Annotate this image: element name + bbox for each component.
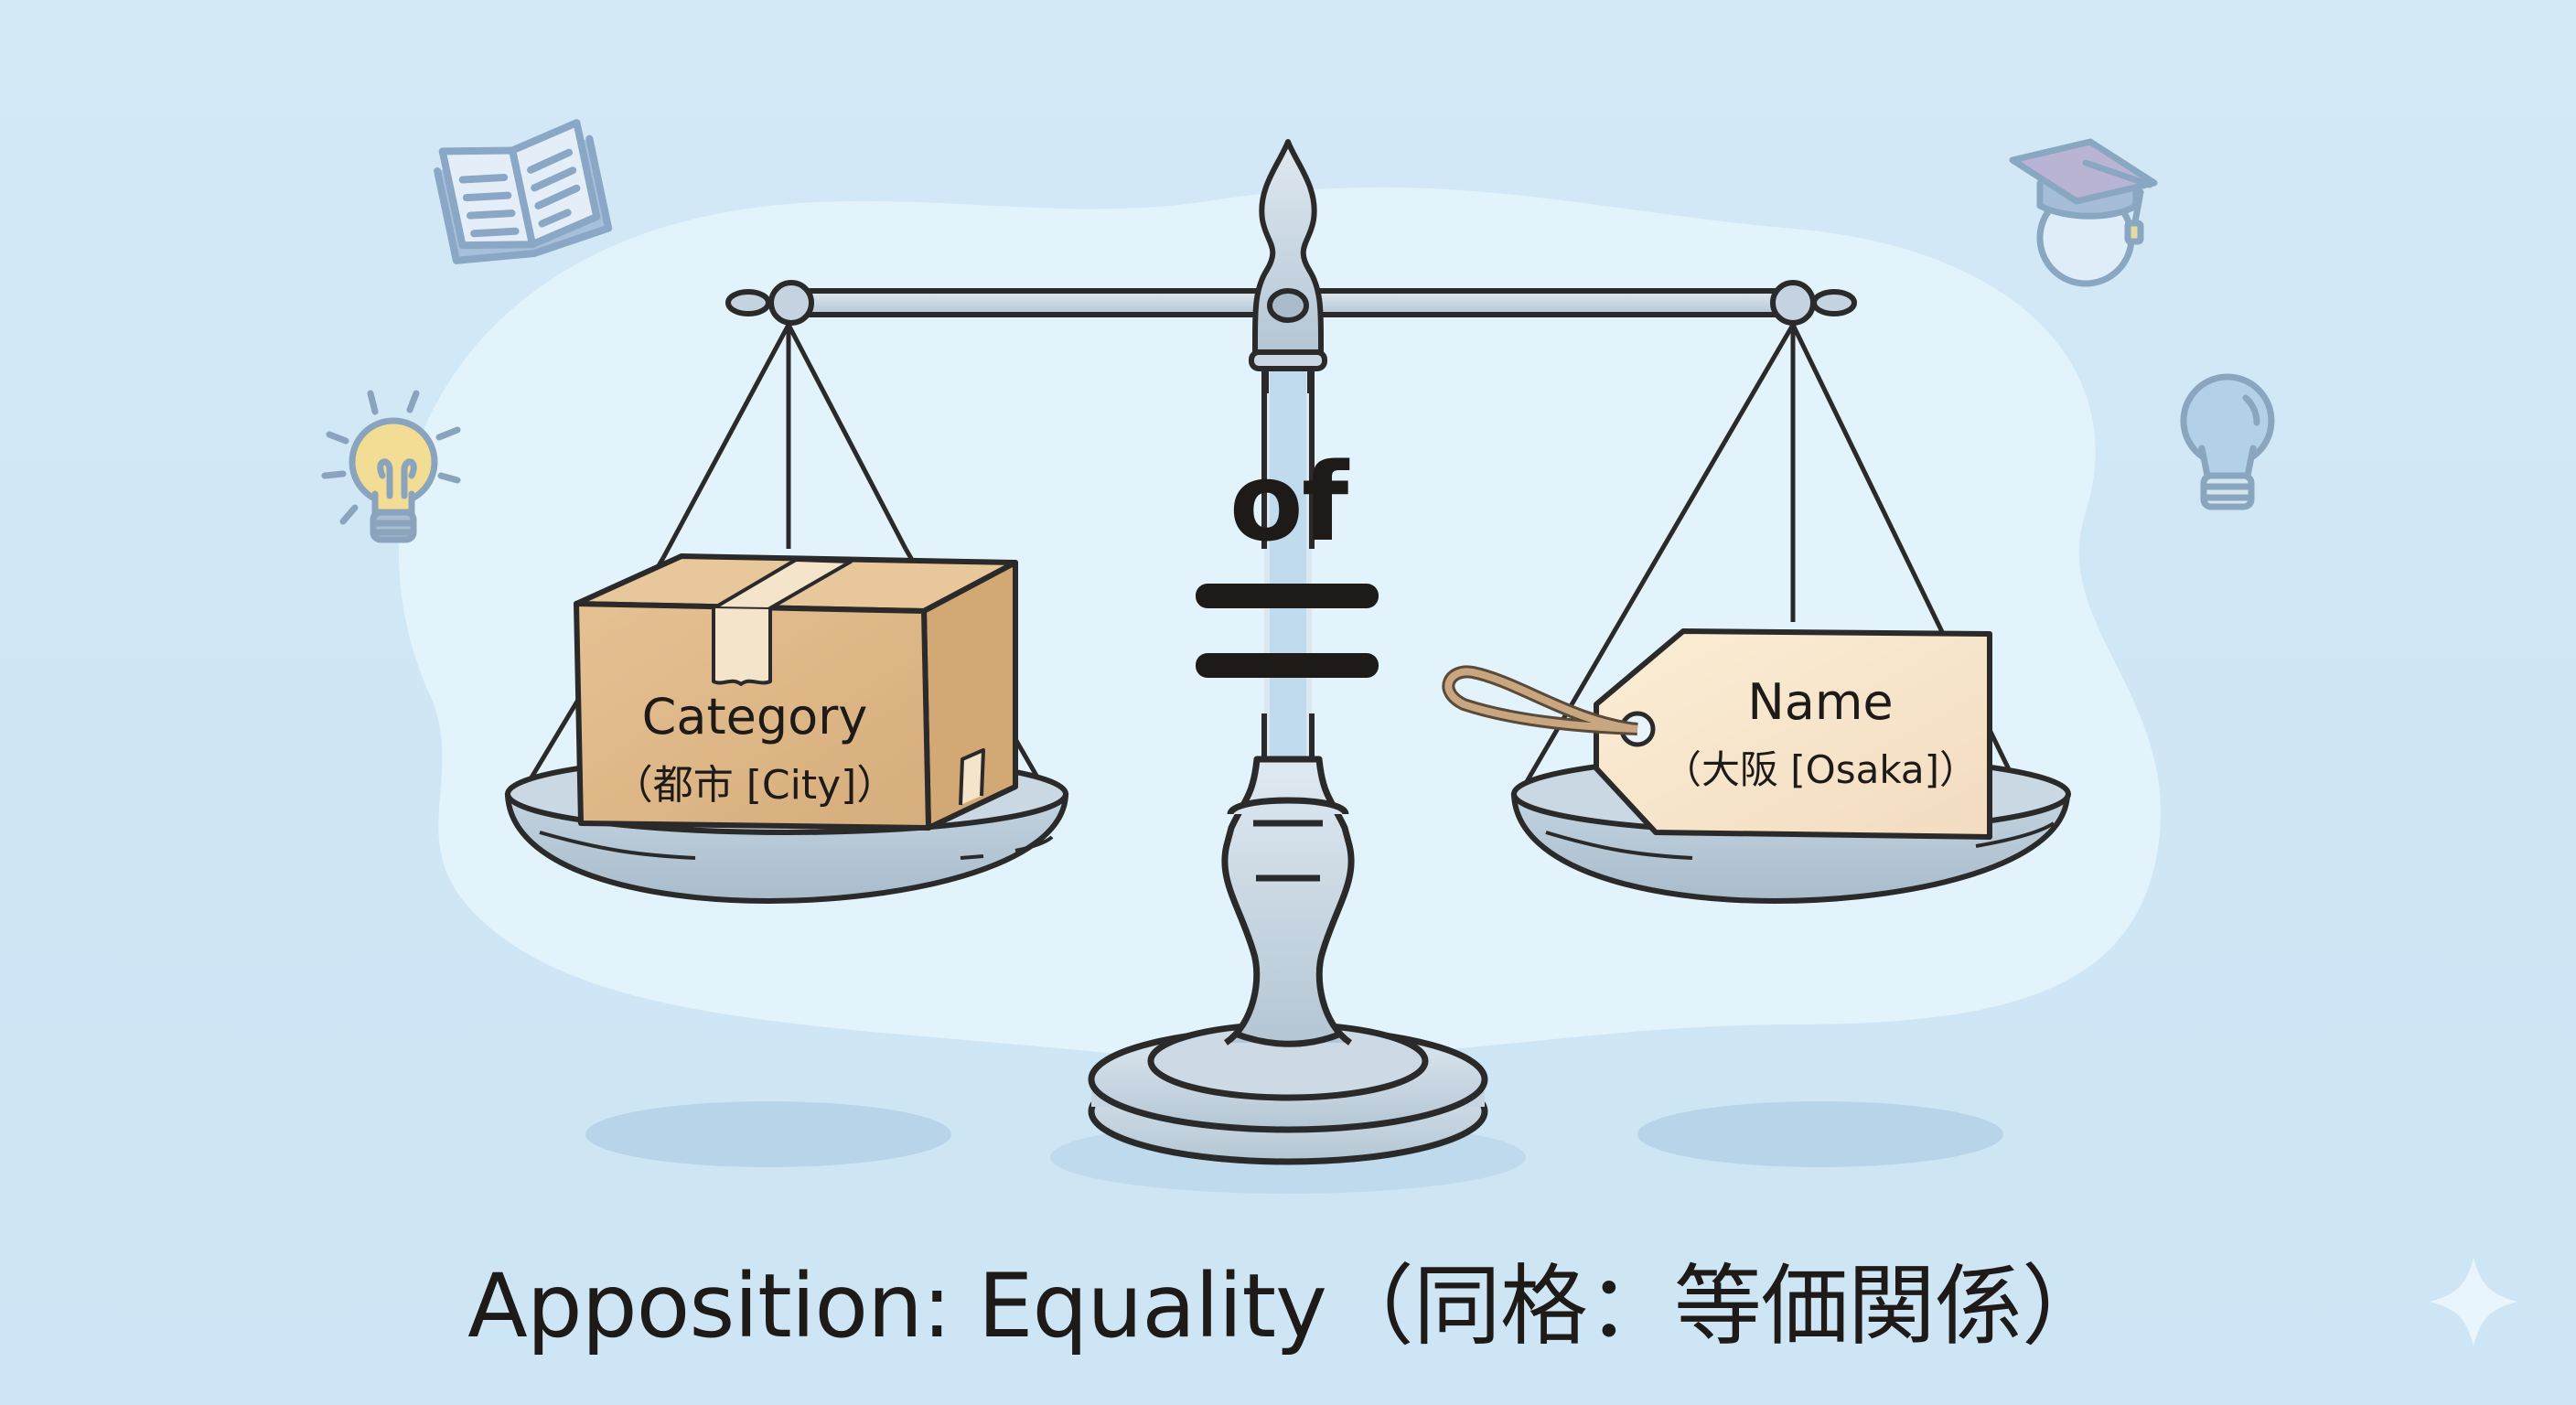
box-label: Category: [641, 688, 868, 745]
equals-sign: [1196, 584, 1379, 678]
cardboard-box: [574, 553, 1018, 831]
scale-beam: [725, 139, 1857, 393]
right-shadow: [1637, 1101, 2003, 1167]
sparkle-icon: [2430, 1258, 2517, 1346]
caption-title: Apposition: Equality（同格：等価関係）: [467, 1255, 2109, 1357]
graduation-cap-icon: [2009, 138, 2158, 287]
left-shadow: [585, 1101, 951, 1167]
tag-label: Name: [1747, 673, 1894, 731]
box-sublabel: （都市 [City]）: [612, 762, 897, 809]
center-label-of: of: [1229, 439, 1348, 565]
lightbulb-icon: [2180, 373, 2275, 510]
open-book-icon: [434, 119, 613, 264]
tag-sublabel: （大阪 [Osaka]）: [1662, 747, 1979, 792]
scale-base: [1088, 756, 1488, 1165]
luggage-tag: [1442, 628, 1992, 840]
lightbulb-lit-icon: [321, 390, 461, 543]
